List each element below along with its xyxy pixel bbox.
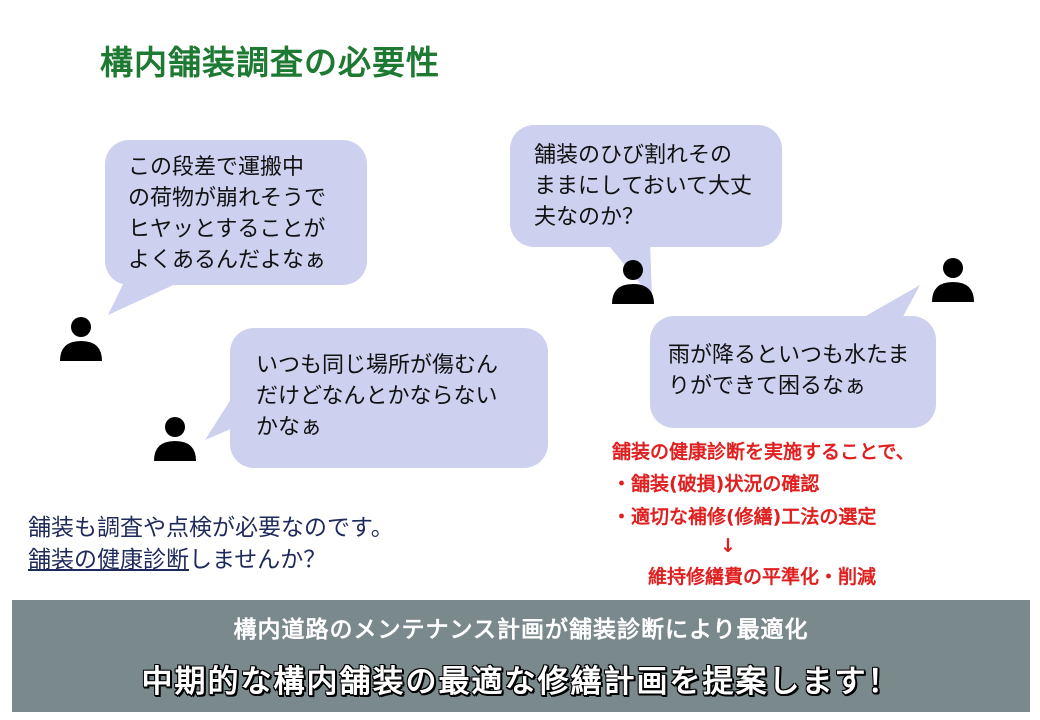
bubble-3-text: 舗装のひび割れその ままにしておいて大丈 夫なのか？: [534, 140, 752, 233]
footer-banner: 構内道路のメンテナンス計画が舗装診断により最適化 中期的な構内舗装の最適な修繕計…: [12, 600, 1030, 712]
bubble-1-text: この段差で運搬中 の荷物が崩れそうで ヒヤッとすることが よくあるんだよなぁ: [128, 152, 326, 276]
footer-line-2: 中期的な構内舗装の最適な修繕計画を提案します！: [141, 664, 901, 700]
bubble-2-line: かなぁ: [256, 415, 323, 440]
bubble-2-text: いつも同じ場所が傷むん だけどなんとかならない かなぁ: [256, 350, 498, 443]
footer-line-1: 構内道路のメンテナンス計画が舗装診断により最適化: [233, 617, 809, 643]
invitation-line-2: 舗装の健康診断しませんか？: [28, 544, 394, 576]
person-icon: [60, 317, 102, 361]
bubble-3-line: ままにしておいて大丈: [534, 174, 753, 199]
bubble-1-line: この段差で運搬中: [128, 155, 305, 180]
red-line-4: 維持修繕費の平準化・削減: [648, 566, 877, 588]
person-icon: [154, 417, 196, 461]
down-arrow-icon: ↓: [720, 535, 736, 557]
bubble-4-line: 雨が降るといつも水たま: [668, 343, 910, 368]
invitation-line-1: 舗装も調査や点検が必要なのです。: [28, 515, 394, 541]
bubble-1-line: の荷物が崩れそうで: [128, 186, 327, 211]
speech-bubble-1: [105, 140, 367, 315]
person-icon: [612, 260, 654, 304]
bubble-3-line: 舗装のひび割れその: [534, 143, 733, 168]
health-check-underlined: 舗装の健康診断: [28, 547, 189, 573]
speech-bubble-4: [650, 285, 936, 428]
red-line-2: ・舗装(破損)状況の確認: [612, 473, 820, 495]
page-title: 構内舗装調査の必要性: [100, 43, 440, 82]
speech-bubble-2: [205, 328, 548, 468]
invitation-text: 舗装も調査や点検が必要なのです。 舗装の健康診断しませんか？: [28, 512, 394, 576]
bubble-2-line: いつも同じ場所が傷むん: [256, 353, 499, 378]
red-line-3: ・適切な補修(修繕)工法の選定: [612, 506, 877, 528]
bubble-1-line: ヒヤッとすることが: [128, 217, 326, 242]
bubble-4-line: りができて困るなぁ: [668, 374, 867, 399]
bubble-2-line: だけどなんとかならない: [256, 384, 498, 409]
bubble-1-line: よくあるんだよなぁ: [128, 248, 327, 273]
bubble-3-line: 夫なのか？: [534, 205, 645, 230]
red-line-1: 舗装の健康診断を実施することで、: [612, 441, 915, 463]
person-icon: [932, 258, 974, 302]
bubble-4-text: 雨が降るといつも水たま りができて困るなぁ: [668, 340, 909, 402]
invitation-line-2-rest: しませんか？: [189, 547, 327, 573]
